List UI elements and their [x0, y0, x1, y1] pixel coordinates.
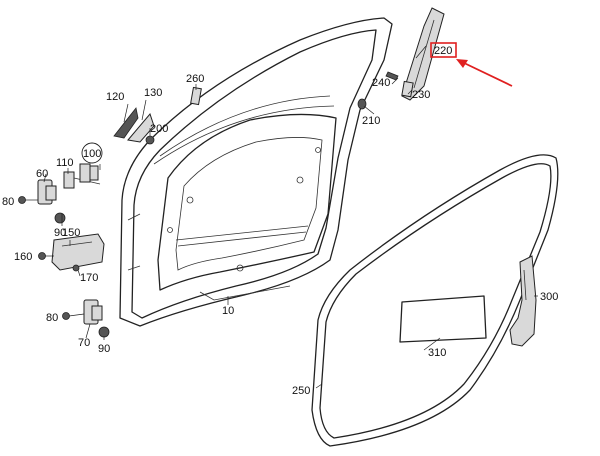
- label-80-upper: 80: [2, 196, 14, 208]
- label-100: 100: [83, 148, 101, 160]
- door-seal: [311, 154, 559, 447]
- door-shell: [119, 17, 393, 327]
- highlight-box-220: [430, 42, 457, 58]
- label-90-lower: 90: [98, 343, 110, 355]
- label-260: 260: [186, 73, 204, 85]
- cap-260: [190, 86, 202, 106]
- upper-hinge: [37, 179, 66, 224]
- label-210: 210: [362, 115, 380, 127]
- label-80-lower: 80: [46, 312, 58, 324]
- protective-foil: [399, 295, 487, 343]
- door-check-kit: [79, 163, 99, 183]
- door-lock: [51, 233, 105, 271]
- red-arrow: [456, 59, 513, 87]
- label-130: 130: [144, 87, 162, 99]
- mirror-triangle-cover: [113, 107, 155, 143]
- label-300: 300: [540, 291, 558, 303]
- leader-lines: [43, 45, 538, 389]
- label-160: 160: [14, 251, 32, 263]
- label-150: 150: [62, 227, 80, 239]
- bolt-80-upper: [18, 196, 38, 204]
- label-310: 310: [428, 347, 446, 359]
- bolt-160: [38, 252, 54, 260]
- label-100-circle: [81, 142, 103, 164]
- bracket-300: [509, 255, 537, 347]
- label-10: 10: [222, 305, 234, 317]
- label-110: 110: [56, 157, 74, 169]
- label-250: 250: [292, 385, 310, 397]
- label-170: 170: [80, 272, 98, 284]
- label-240: 240: [372, 77, 390, 89]
- label-120: 120: [106, 91, 124, 103]
- bolt-80-lower: [62, 312, 85, 320]
- label-200: 200: [150, 123, 168, 135]
- label-220: 220: [434, 45, 452, 57]
- label-90-upper: 90: [54, 227, 66, 239]
- plug-210: [357, 98, 367, 110]
- label-60: 60: [36, 168, 48, 180]
- bolt-170: [72, 264, 80, 272]
- label-230: 230: [412, 89, 430, 101]
- label-70: 70: [78, 337, 90, 349]
- clip-200: [145, 135, 155, 145]
- seal-bracket: [401, 80, 414, 98]
- callout-labels: 10 60 70 80 80 90 90 100 110 120 130 150…: [2, 45, 558, 397]
- window-channel-trim: [401, 7, 445, 101]
- lower-hinge: [83, 299, 110, 338]
